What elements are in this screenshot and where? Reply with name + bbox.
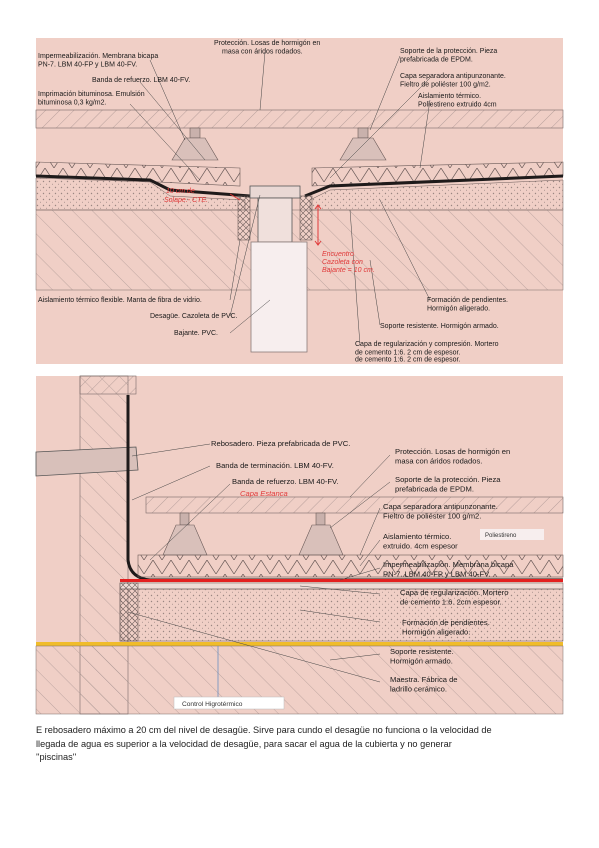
- bottom-overflow-pipe: [35, 446, 139, 477]
- top-pedestal-right: [339, 127, 387, 161]
- svg-text:Control Higrotérmico: Control Higrotérmico: [182, 701, 243, 708]
- top-drain-gully: [237, 185, 313, 243]
- bottom-slope-concrete: [119, 588, 564, 642]
- top-pedestal-left: [171, 127, 219, 161]
- top-label-aislamiento-flexible: Aislamiento térmico flexible. Manta de f…: [38, 297, 202, 304]
- bottom-label-capa-separadora: Capa separadora antipunzonante.Fieltro d…: [383, 502, 498, 521]
- bottom-wall-cap: [79, 375, 137, 395]
- caption-paragraph: E rebosadero máximo a 20 cm del nivel de…: [36, 724, 566, 765]
- bottom-poliestireno-tag: Poliestireno: [480, 529, 544, 540]
- top-red-dimension: [229, 193, 322, 246]
- svg-text:Poliestireno: Poliestireno: [485, 533, 517, 539]
- bottom-leader-lines: [127, 443, 391, 683]
- bottom-brick-screed: [119, 582, 139, 642]
- top-label-formacion-pendientes: Formación de pendientes.Hormigón aligera…: [427, 297, 508, 313]
- bottom-label-banda-refuerzo: Banda de refuerzo. LBM 40-FV.: [232, 477, 339, 486]
- top-label-capa-separadora: Capa separadora antipunzonante.Fieltro d…: [400, 73, 506, 89]
- caption-line: E rebosadero máximo a 20 cm del nivel de…: [36, 725, 492, 735]
- top-label-aislamiento: Aislamiento térmico.Poliestireno extruid…: [418, 93, 497, 109]
- bottom-protection-slab: [145, 496, 564, 514]
- bottom-yellow-layer: [36, 642, 563, 646]
- bottom-label-capa-estanca: Capa Estanca: [240, 489, 288, 498]
- caption-line: ''piscinas'': [36, 752, 77, 763]
- bottom-label-formacion-pendientes: Formación de pendientes.Hormigón aligera…: [402, 618, 490, 637]
- top-label-banda-refuerzo: Banda de refuerzo. LBM 40-FV.: [92, 77, 190, 84]
- top-label-bajante: Bajante. PVC.: [174, 330, 218, 337]
- bottom-label-rebosadero: Rebosadero. Pieza prefabricada de PVC.: [211, 439, 350, 448]
- top-downpipe: [250, 241, 308, 353]
- top-protection-slab: [35, 109, 564, 129]
- top-label-capa-regularizacion: Capa de regularización y compresión. Mor…: [355, 341, 499, 364]
- bottom-control-higrotermico-tag: Control Higrotérmico: [173, 696, 285, 710]
- top-membrane-left: [35, 174, 251, 198]
- caption-line: llegada de agua es superior a la velocid…: [36, 738, 452, 749]
- bottom-red-layer: [120, 579, 563, 582]
- bottom-label-soporte-resistente: Soporte resistente.Hormigón armado.: [390, 647, 454, 666]
- top-label-desague: Desagüe. Cazoleta de PVC.: [150, 313, 238, 320]
- bottom-label-aislamiento: Aislamiento térmico.extruido. 4cm espeso…: [383, 532, 458, 551]
- top-leader-lines: [129, 51, 431, 346]
- top-membrane-right: [304, 174, 564, 198]
- top-label-soporte-resistente: Soporte resistente. Hormigón armado.: [380, 323, 499, 330]
- bottom-structural-slab: [35, 645, 564, 715]
- bottom-label-banda-terminacion: Banda de terminación. LBM 40-FV.: [216, 461, 334, 470]
